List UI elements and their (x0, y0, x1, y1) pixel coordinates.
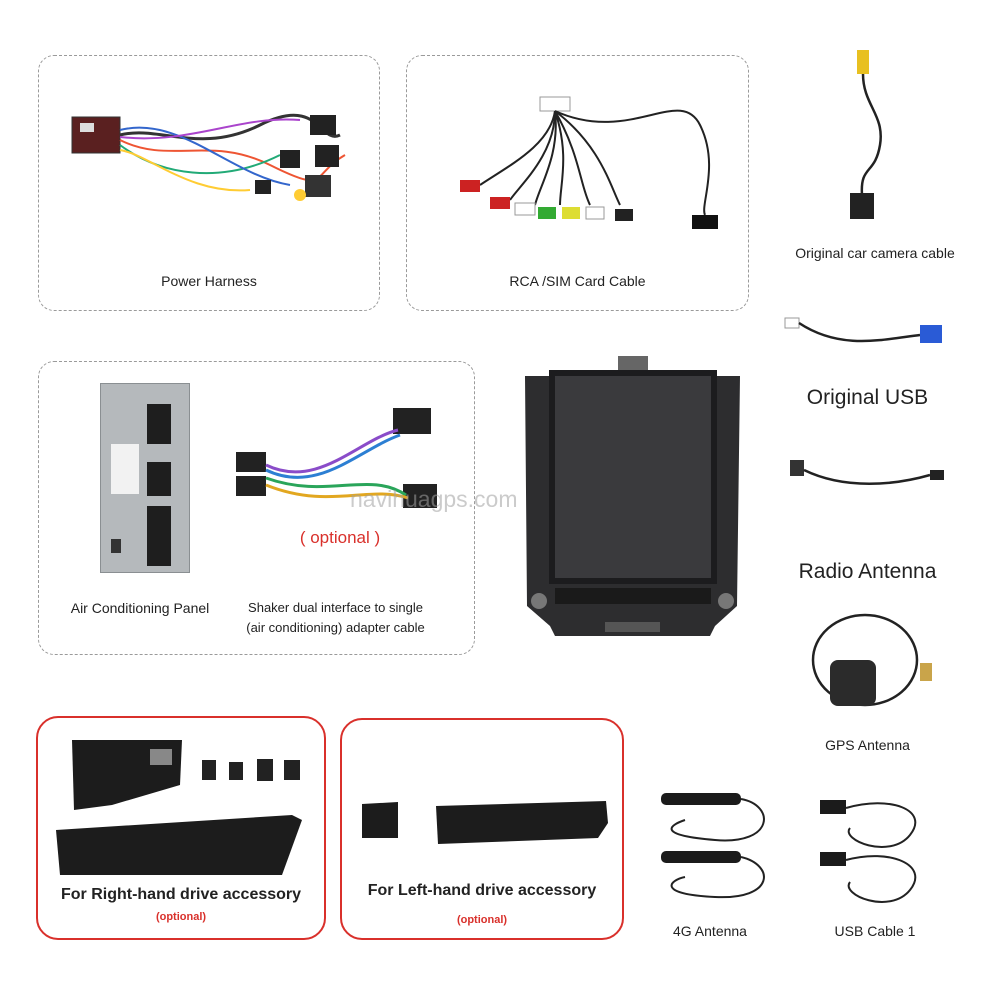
rhd-accessory-image (56, 740, 302, 875)
4g-antenna-image (661, 793, 765, 899)
shaker-optional-label: ( optional ) (299, 528, 381, 547)
radio-antenna-image (790, 460, 944, 485)
original-usb-image (784, 317, 942, 343)
rca-sim-label: RCA /SIM Card Cable (509, 273, 646, 289)
rhd-accessory-title: For Right-hand drive accessory (60, 886, 302, 903)
ac-panel-label: Air Conditioning Panel (70, 600, 210, 616)
lhd-accessory-box (340, 718, 624, 940)
power-harness-box (38, 55, 380, 311)
shaker-cable-label-line1: Shaker dual interface to single (248, 600, 423, 615)
camera-cable-label: Original car camera cable (795, 245, 955, 261)
lhd-optional-label: (optional) (456, 914, 508, 926)
power-harness-image (71, 113, 346, 201)
lhd-accessory-title: For Left-hand drive accessory (367, 882, 597, 899)
usb-cable-image (820, 800, 917, 903)
gps-antenna-label: GPS Antenna (825, 737, 910, 753)
watermark: navihuagps.com (350, 486, 518, 512)
4g-antenna-label: 4G Antenna (673, 923, 747, 939)
rhd-optional-label: (optional) (155, 911, 207, 923)
ac-panel-image (100, 383, 190, 573)
usb-cable1-label: USB Cable 1 (834, 923, 916, 939)
radio-antenna-label: Radio Antenna (798, 560, 937, 583)
rca-sim-cable-image (460, 96, 718, 229)
lhd-accessory-image (362, 801, 608, 844)
ac-panel-box (38, 361, 475, 655)
camera-cable-image (850, 50, 882, 219)
rca-sim-box (406, 55, 749, 311)
original-usb-label: Original USB (806, 386, 929, 409)
shaker-cable-label-line2: (air conditioning) adapter cable (246, 620, 425, 635)
power-harness-label: Power Harness (161, 273, 257, 289)
rhd-accessory-box (36, 716, 326, 940)
head-unit-image (525, 356, 740, 636)
shaker-adapter-cable-image (236, 408, 437, 508)
gps-antenna-image (811, 613, 932, 707)
